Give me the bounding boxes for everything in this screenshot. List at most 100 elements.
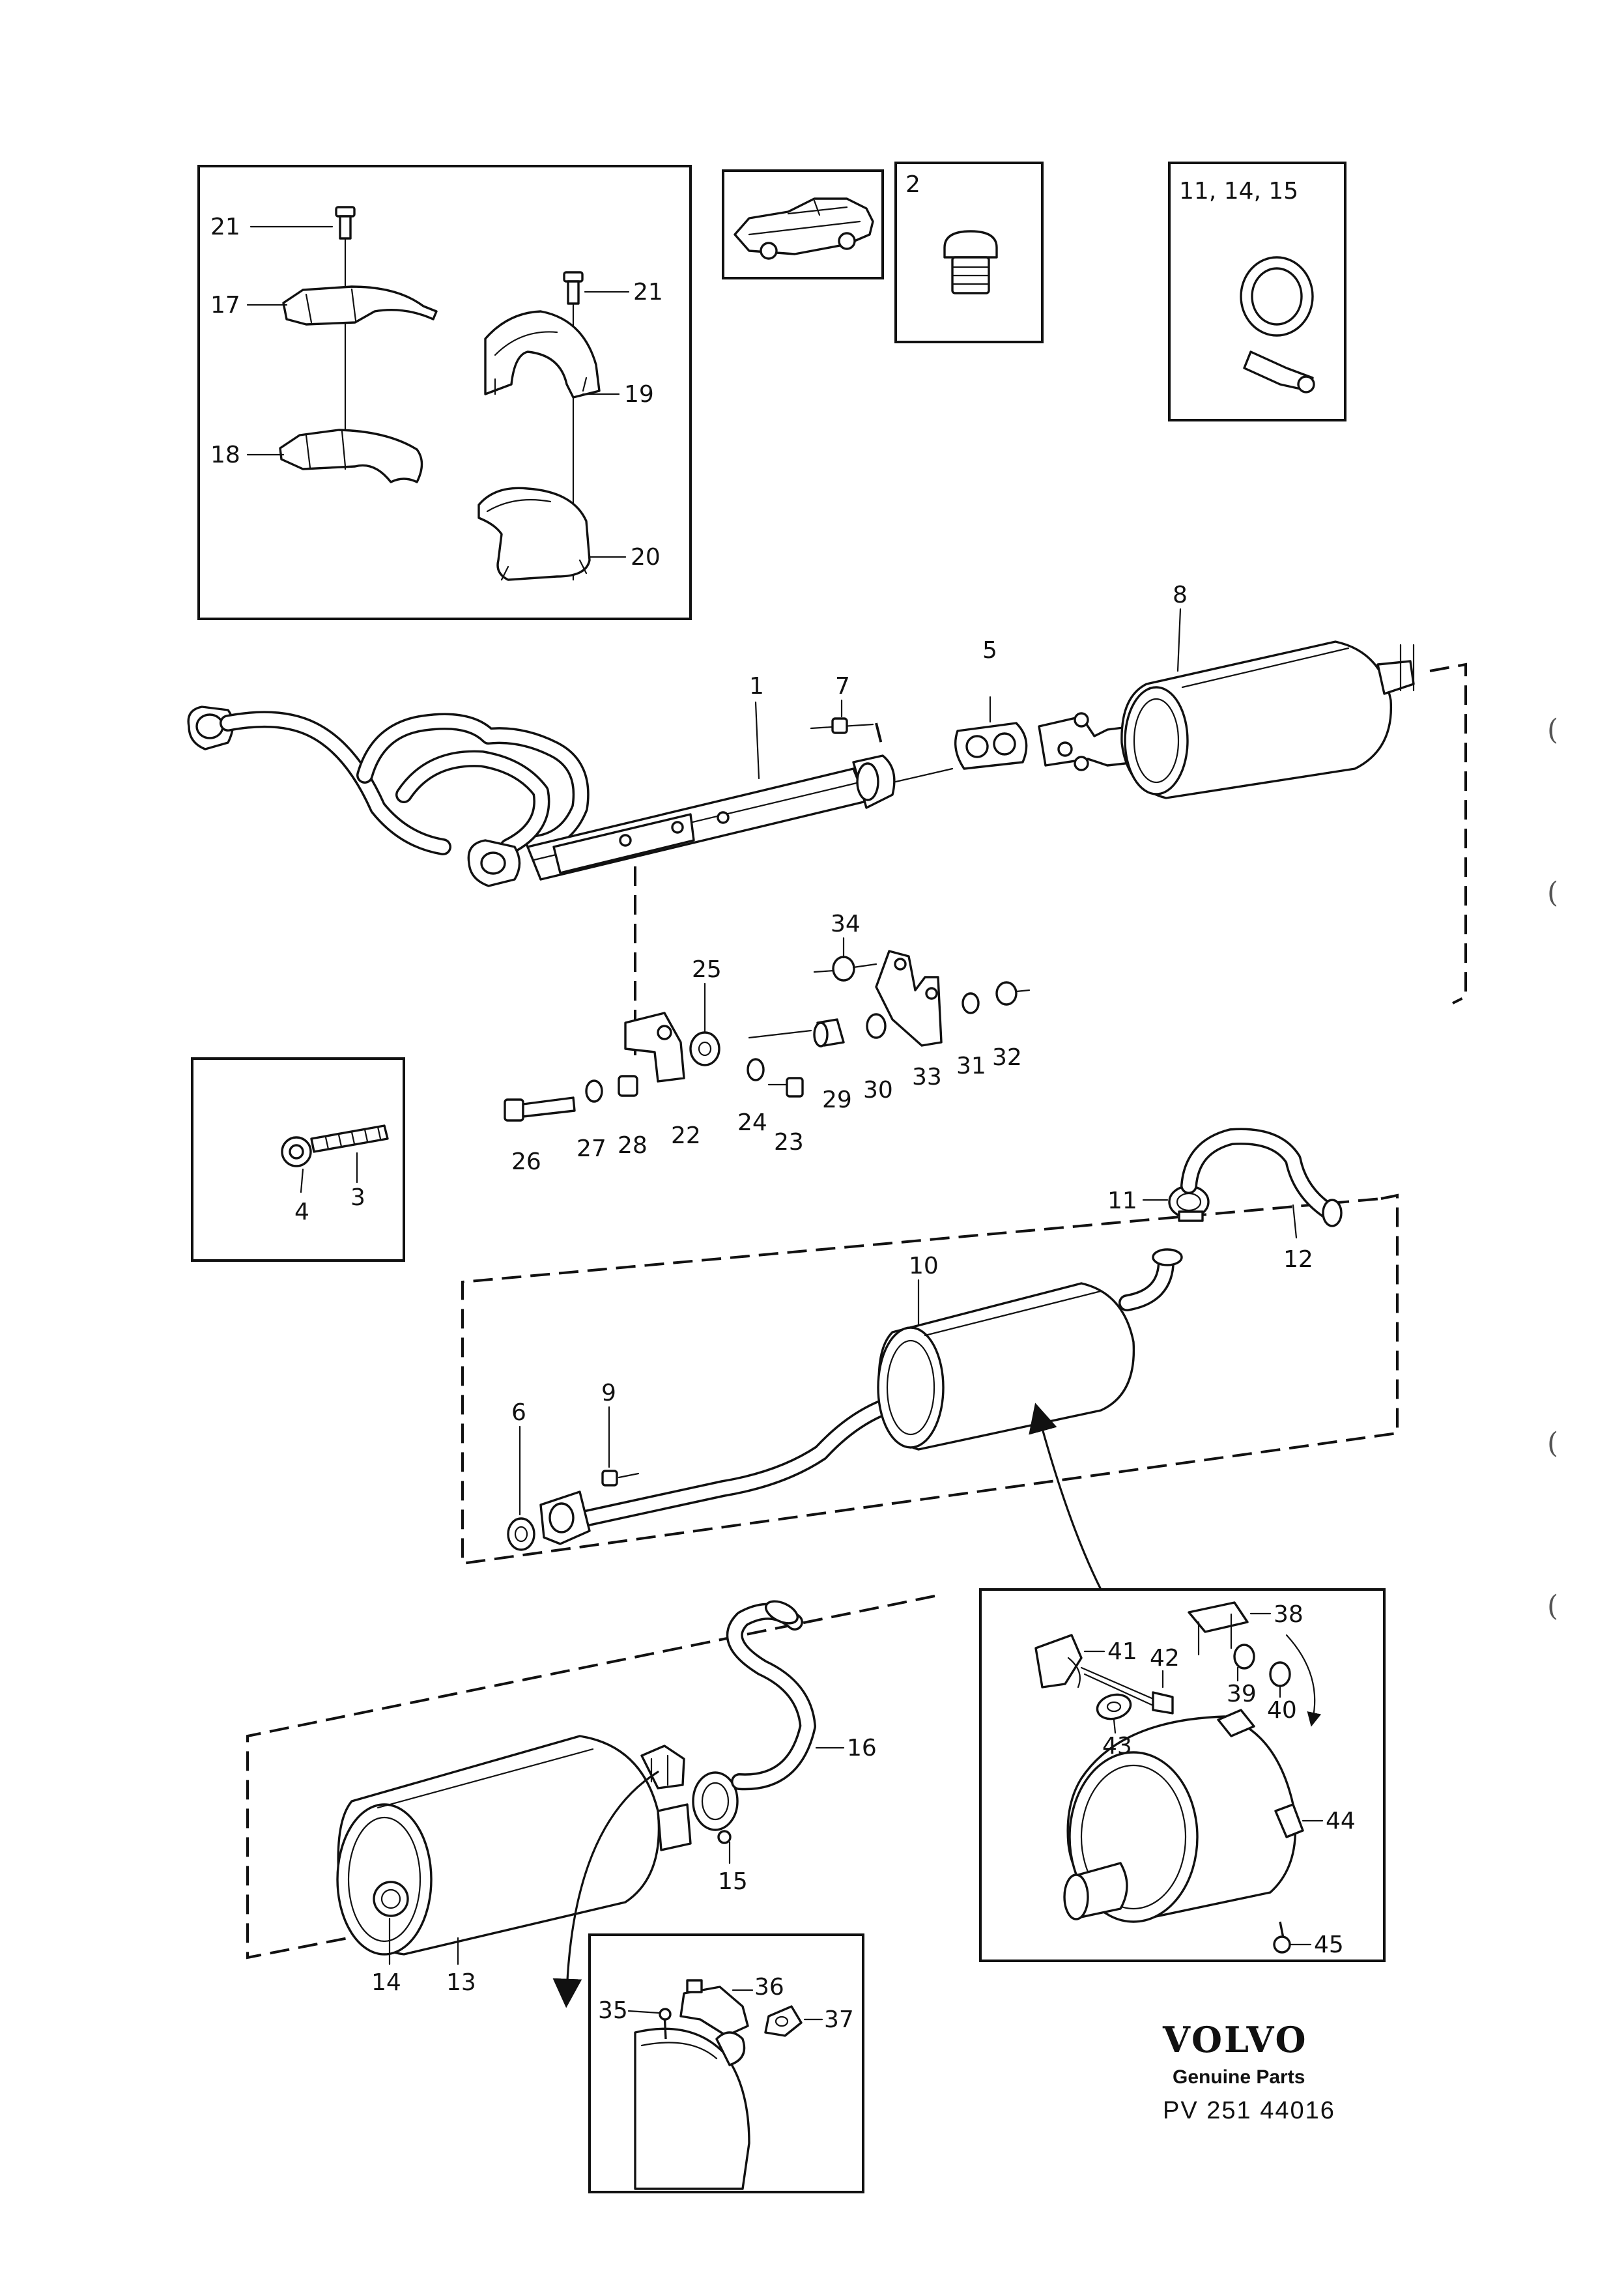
label-4: 4 [294,1199,309,1225]
nut-7 [810,699,874,734]
nut-28 [618,1075,638,1097]
margin-mark-1: ( [1547,713,1558,747]
connector-dashed-mid [461,1193,1399,1565]
washer-24 [747,1058,765,1081]
tail-pipe-12 [1180,1128,1343,1239]
pipe-16 [726,1600,845,1791]
bolt-21-right [563,271,584,305]
stud-3 [310,1124,389,1153]
label-40: 40 [1267,1697,1297,1724]
label-25: 25 [692,956,722,983]
volvo-brand-block: VOLVO Genuine Parts PV 251 44016 [1162,2019,1335,2124]
nut-9 [601,1406,640,1487]
label-7: 7 [835,673,850,700]
label-20: 20 [631,544,661,571]
washer-27 [585,1079,603,1103]
label-41: 41 [1107,1638,1137,1665]
label-45: 45 [1314,1932,1344,1958]
label-30: 30 [863,1077,893,1104]
heat-shield-18 [279,429,423,483]
washer-31 [962,992,980,1014]
connector-dashed-bottom [246,1595,935,1960]
label-33: 33 [912,1064,942,1090]
label-22: 22 [671,1122,701,1149]
arrow-to-hanger-inset [552,1771,659,2008]
clamp-11-14-15 [1240,256,1315,393]
plug-inset: 2 [894,162,1044,343]
label-37: 37 [824,2006,854,2033]
muffler-13 [336,1735,692,1965]
gasket-6 [507,1425,535,1551]
label-2: 2 [905,171,920,198]
margin-mark-4: ( [1547,1589,1558,1623]
brand-tagline: Genuine Parts [1173,2066,1305,2088]
label-16: 16 [847,1735,877,1761]
label-21b: 21 [633,279,663,306]
label-1: 1 [749,673,764,700]
label-clamp-group: 11, 14, 15 [1179,178,1298,205]
document-code: PV 251 44016 [1163,2097,1335,2124]
label-27: 27 [577,1135,606,1162]
label-34: 34 [831,911,861,937]
label-10: 10 [909,1253,939,1279]
mounting-hardware [504,937,1031,1122]
hanger-inset-bottom: 35 36 37 [588,1933,864,2193]
gasket-5 [894,696,1028,783]
label-14: 14 [371,1969,401,1996]
label-17: 17 [210,292,240,319]
bolt-21-left [335,206,356,240]
label-26: 26 [511,1148,541,1175]
label-18: 18 [210,442,240,468]
label-23: 23 [774,1129,804,1156]
label-19: 19 [624,381,654,408]
bushing-30 [866,1013,887,1039]
connector-dashed-top [1429,663,1467,1005]
label-31: 31 [956,1053,986,1079]
bolt-23 [767,1077,804,1098]
bracket-33 [875,950,943,1047]
clamp-11 [1142,1185,1210,1222]
label-5: 5 [982,637,997,664]
label-28: 28 [618,1132,648,1159]
label-8: 8 [1173,582,1188,608]
label-21a: 21 [210,214,240,240]
bolt-26 [504,1096,576,1122]
label-36: 36 [754,1974,784,2001]
muffler-8 [1038,608,1415,799]
arrow-to-muffler-10 [1029,1403,1102,1591]
margin-mark-2: ( [1547,876,1558,909]
brand-logo: VOLVO [1162,2019,1308,2060]
label-13: 13 [446,1969,476,1996]
label-44: 44 [1326,1808,1356,1834]
clamp-15 [692,1771,739,1864]
front-pipe-1 [187,706,896,887]
label-9: 9 [601,1380,616,1406]
nut-4 [281,1136,312,1167]
bushing-25 [689,1031,720,1066]
heat-shield-17 [282,285,438,326]
label-43: 43 [1102,1733,1132,1760]
part-labels: 1 7 5 8 34 25 26 27 28 22 24 23 29 30 33… [371,582,1313,1996]
heat-shield-19 [484,310,601,399]
nut-32 [995,981,1018,1006]
drain-plug-2 [943,230,998,294]
label-29: 29 [822,1087,852,1113]
label-3: 3 [350,1184,365,1211]
bracket-22 [624,1012,685,1083]
margin-marks: ( ( ( ( [1547,713,1558,1623]
label-32: 32 [992,1044,1022,1071]
clamp-inset: 11, 14, 15 [1168,162,1346,421]
label-15: 15 [718,1868,748,1895]
label-6: 6 [511,1399,526,1426]
label-24: 24 [737,1109,767,1136]
muffler-10 [539,1248,1183,1545]
hanger-inset-right: 41 42 43 38 39 40 44 45 [979,1588,1386,1962]
heat-shield-inset: 21 17 18 21 19 20 [197,165,692,620]
label-39: 39 [1227,1681,1257,1707]
stud-nut-inset: 4 3 [191,1057,405,1262]
label-11: 11 [1107,1188,1137,1214]
car-thumbnail [722,169,884,279]
label-38: 38 [1274,1601,1303,1628]
label-35: 35 [598,1997,628,2024]
